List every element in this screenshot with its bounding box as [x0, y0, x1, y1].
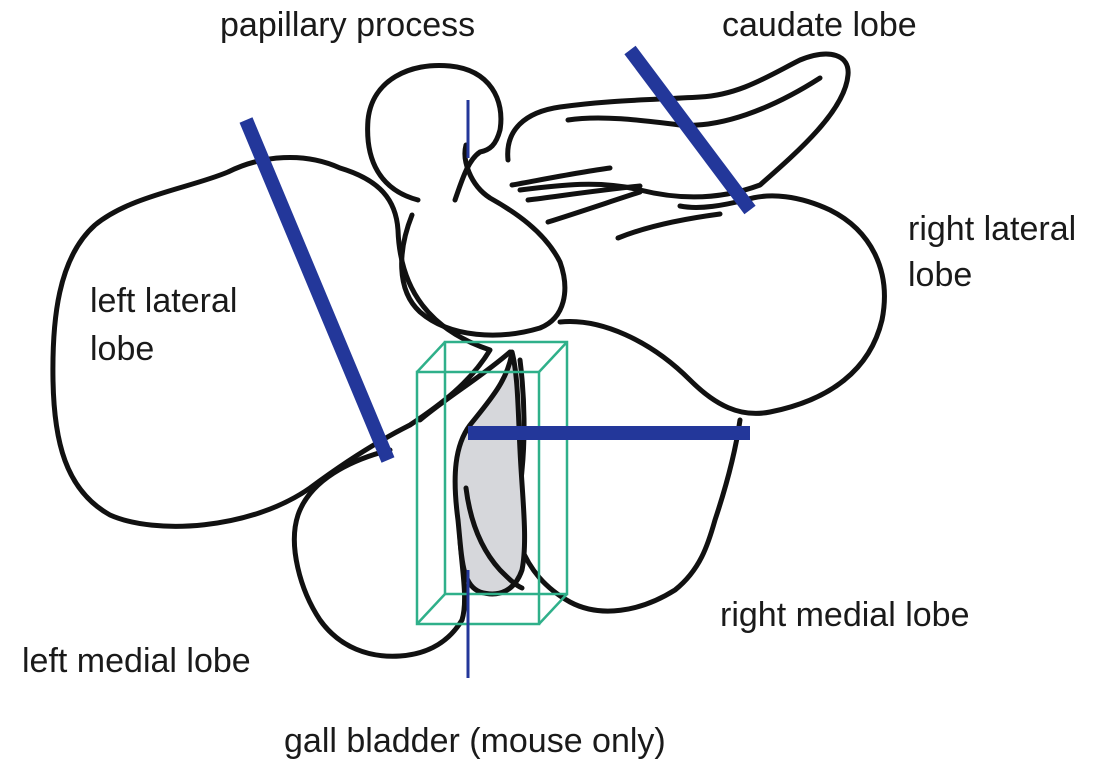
label-caudate-lobe: caudate lobe	[722, 6, 917, 44]
caudate-cut-line	[630, 50, 750, 210]
label-left-medial-lobe: left medial lobe	[22, 642, 251, 680]
caudate-inner-fold	[618, 214, 720, 238]
right-lateral-lobe-outline	[560, 196, 884, 414]
papillary-process-outline	[368, 65, 501, 200]
label-papillary-process: papillary process	[220, 6, 475, 44]
label-gall-bladder: gall bladder (mouse only)	[284, 722, 666, 760]
label-right-lateral-lobe-line2: lobe	[908, 256, 972, 294]
label-left-lateral-lobe-line2: lobe	[90, 330, 154, 368]
label-right-lateral-lobe-line1: right lateral	[908, 210, 1076, 248]
label-left-lateral-lobe-line1: left lateral	[90, 282, 237, 320]
left-lateral-cut-line	[246, 120, 388, 460]
label-right-medial-lobe: right medial lobe	[720, 596, 969, 634]
